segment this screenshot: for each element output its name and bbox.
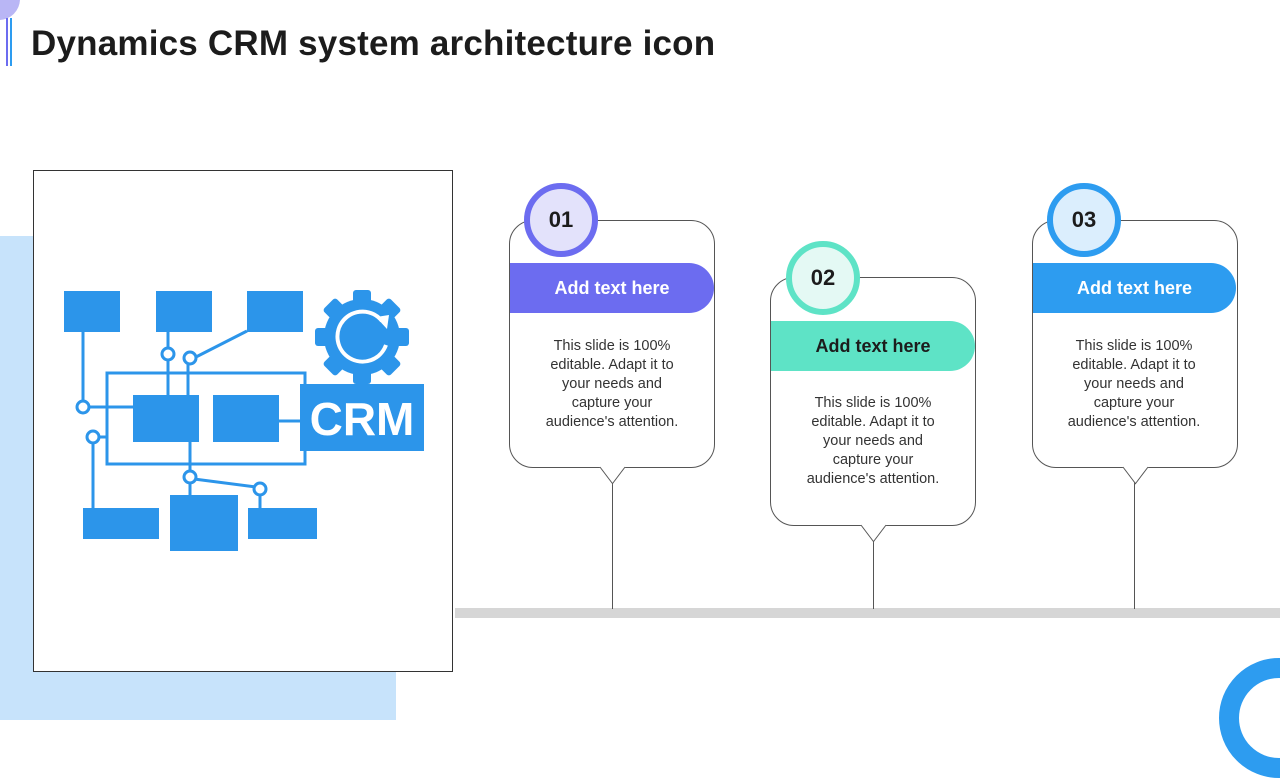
- step-3-pointer: [1122, 450, 1149, 485]
- accent-bar-purple: [6, 18, 8, 66]
- step-3-stem: [1134, 470, 1135, 609]
- step-2-card: [770, 277, 976, 543]
- step-3-body: This slide is 100% editable. Adapt it to…: [1067, 338, 1201, 430]
- step-2-heading: Add text here: [771, 321, 975, 371]
- crm-architecture-icon: CRM: [64, 290, 424, 551]
- step-3-number-badge: 03: [1047, 183, 1121, 257]
- slide-title: Dynamics CRM system architecture icon: [31, 24, 716, 63]
- step-1-card: [509, 220, 715, 485]
- step-2-stem: [873, 528, 874, 609]
- corner-accent-circle: [0, 0, 20, 20]
- step-2-pointer: [860, 508, 887, 543]
- step-1-heading: Add text here: [510, 263, 714, 313]
- icon-frame: CRM: [33, 170, 453, 672]
- step-1-pointer: [599, 450, 626, 485]
- step-2-number-badge: 02: [786, 241, 860, 315]
- accent-bar-blue: [10, 18, 12, 66]
- step-3-card: [1032, 220, 1238, 485]
- step-2-body: This slide is 100% editable. Adapt it to…: [806, 395, 940, 487]
- timeline-bar: [455, 608, 1280, 618]
- crm-label: CRM: [310, 393, 415, 445]
- step-1-number-badge: 01: [524, 183, 598, 257]
- step-3-heading: Add text here: [1033, 263, 1236, 313]
- step-1-stem: [612, 470, 613, 609]
- corner-ring-decoration: [1219, 658, 1280, 778]
- step-1-body: This slide is 100% editable. Adapt it to…: [545, 338, 679, 430]
